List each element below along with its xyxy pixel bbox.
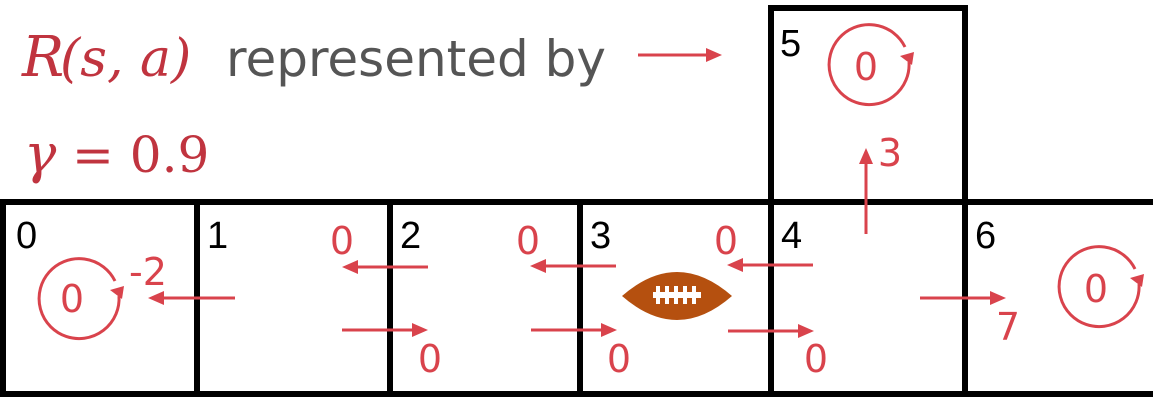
state-label-0: 0 [16,215,37,257]
reward-s4-left: 0 [714,219,738,263]
circular-arrow-icon [1057,245,1144,329]
transition-s2-left: 0 [330,219,428,274]
reward-caption-text: represented by [226,30,606,88]
transition-s2-right: 0 [531,323,631,381]
self-loop-s0: 0 [37,257,124,341]
transition-s3-left: 0 [516,219,616,273]
reward-s5-self: 0 [854,45,878,89]
state-label-1: 1 [207,215,228,257]
transition-s1-left: -2 [129,250,235,305]
reward-s1-left: -2 [129,250,167,294]
state-label-4: 4 [781,215,802,257]
reward-symbol: R [21,25,64,90]
transition-s3-right: 0 [728,324,828,381]
reward-caption: R (s, a) represented by [21,25,722,90]
state-label-5: 5 [780,23,801,65]
reward-s6-self: 0 [1084,267,1108,311]
self-loop-s6: 0 [1057,245,1144,329]
state-label-3: 3 [590,215,611,257]
reward-s4-up: 3 [878,131,902,175]
reward-s2-right: 0 [607,337,631,381]
transition-s4-up: 3 [859,131,902,234]
state-label-6: 6 [975,215,996,257]
gamma-symbol: γ [24,122,57,185]
reward-s2-left: 0 [330,219,354,263]
transition-s4-left: 0 [714,219,813,272]
reward-s4-right: 7 [996,305,1020,349]
transition-s4-right: 7 [920,291,1020,349]
reward-s0-self: 0 [60,277,84,321]
state-label-2: 2 [400,215,421,257]
reward-s3-left: 0 [516,219,540,263]
self-loop-s5: 0 [827,23,914,107]
transition-s1-right: 0 [342,323,442,381]
reward-args: (s, a) [60,29,191,89]
gamma-caption: γ = 0.9 [24,122,209,185]
football-icon [622,272,732,320]
gamma-value: = 0.9 [72,126,209,184]
state-labels: 0 1 2 3 4 5 6 [16,23,996,257]
circular-arrow-icon [827,23,914,107]
reward-s3-right: 0 [804,337,828,381]
circular-arrow-icon [37,257,124,341]
reward-s1-right: 0 [418,337,442,381]
arrow-right-icon [638,48,722,62]
